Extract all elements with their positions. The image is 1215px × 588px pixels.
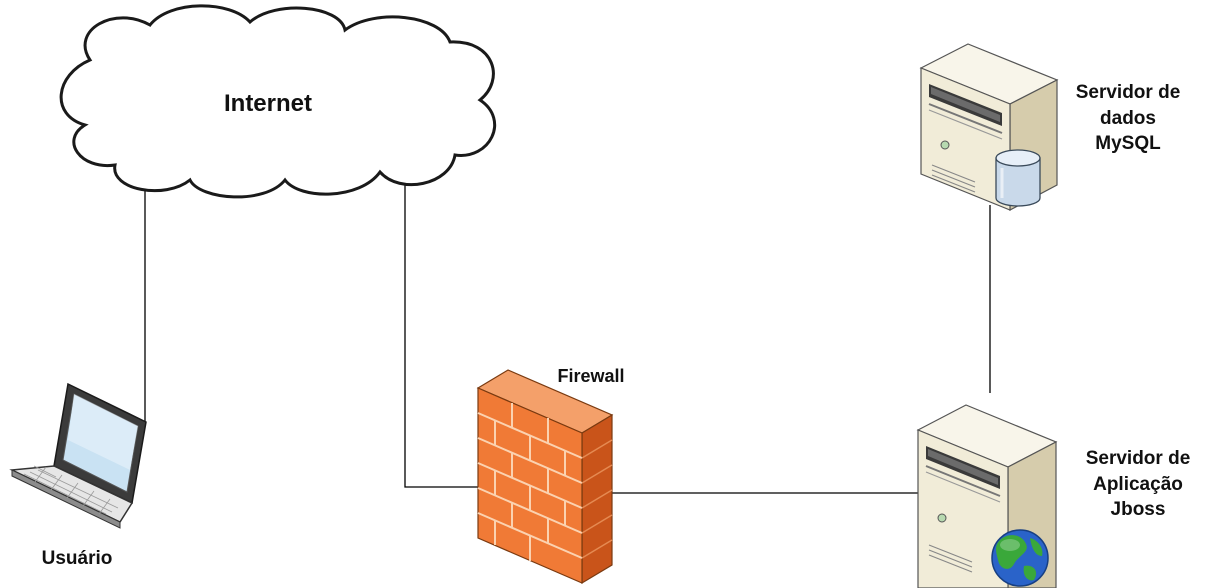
app-server-label-line-1: Servidor de <box>1085 448 1191 469</box>
globe-icon <box>991 529 1049 587</box>
db-server-label-line-1: Servidor de <box>1075 82 1181 103</box>
db-server-label-line-2: dados <box>1100 107 1156 129</box>
app-server-label-line-2: Aplicação <box>1093 473 1183 495</box>
app-server-label-line-3: Jboss <box>1110 499 1166 521</box>
brick-wall-icon <box>476 369 614 585</box>
db-server-label: Servidor de dados MySQL <box>1058 80 1198 157</box>
user-label: Usuário <box>41 548 113 569</box>
internet-label: Internet <box>223 90 312 117</box>
server-tower-icon <box>916 404 1058 588</box>
app-server-label: Servidor de Aplicação Jboss <box>1068 446 1208 523</box>
firewall-label: Firewall <box>557 366 625 386</box>
db-server-label-line-3: MySQL <box>1095 133 1161 155</box>
cloud-icon <box>59 4 497 199</box>
laptop-icon <box>9 382 147 529</box>
database-cylinder-icon <box>995 149 1041 207</box>
link-internet-firewall <box>404 178 478 488</box>
